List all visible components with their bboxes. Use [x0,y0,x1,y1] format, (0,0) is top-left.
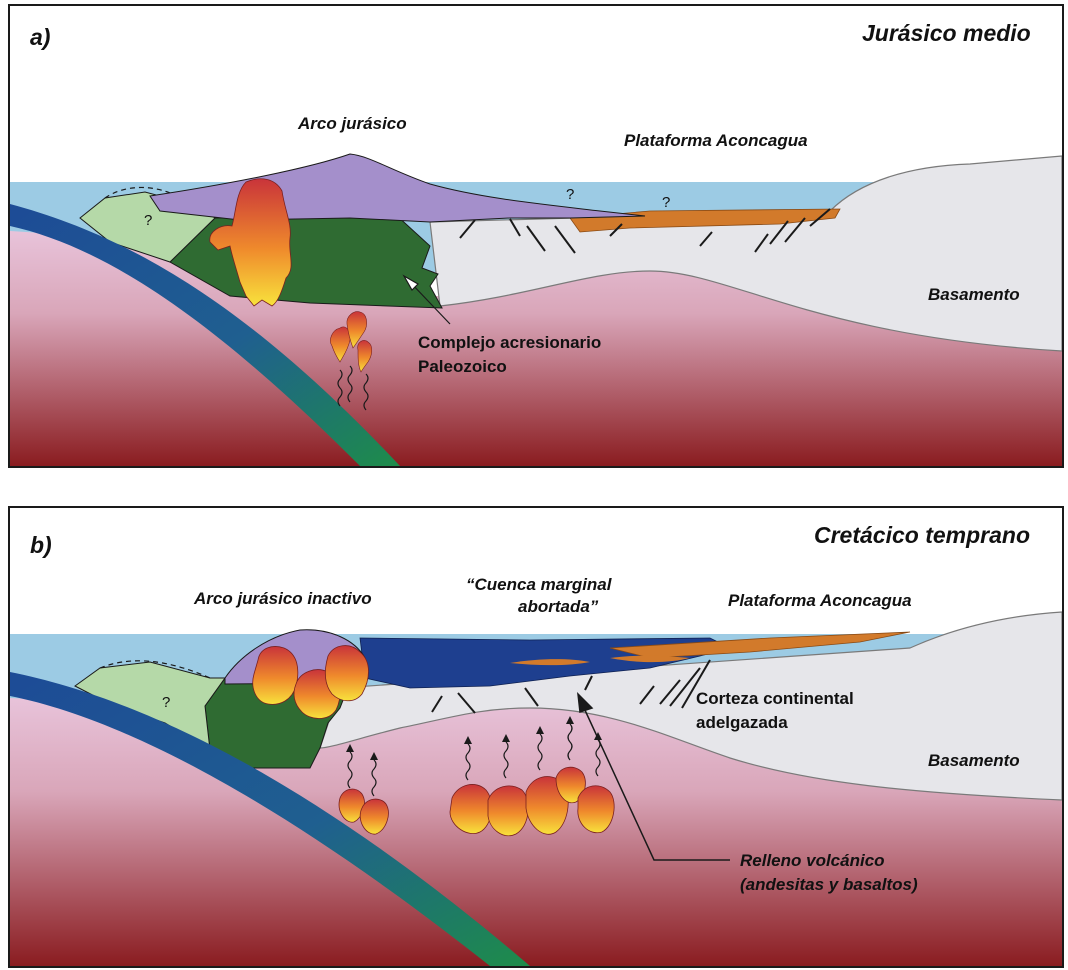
inactive-arc-label: Arco jurásico inactivo [194,588,372,609]
accretionary-label-line1: Complejo acresionario [418,332,601,353]
fill-label-line2: (andesitas y basaltos) [740,874,918,895]
question-mark-icon: ? [162,694,170,711]
platform-label: Plataforma Aconcagua [624,130,808,151]
question-mark-icon: ? [144,212,152,229]
crust-label-line2: adelgazada [696,712,788,733]
fill-label-line1: Relleno volcánico [740,850,885,871]
panel-a-cross-section [10,6,1062,466]
basin-label-line2: abortada” [518,596,598,617]
panel-a-period: Jurásico medio [862,20,1031,47]
arc-label: Arco jurásico [298,113,407,134]
basin-label-line1: “Cuenca marginal [466,574,612,595]
platform-label: Plataforma Aconcagua [728,590,912,611]
panel-b-period: Cretácico temprano [814,522,1030,549]
panel-a: a) Jurásico medio Arco jurásico Platafor… [8,4,1064,468]
panel-a-letter: a) [30,24,50,51]
panel-b: b) Cretácico temprano Arco jurásico inac… [8,506,1064,968]
accretionary-label-line2: Paleozoico [418,356,507,377]
panel-b-letter: b) [30,532,52,559]
basement-label: Basamento [928,284,1020,305]
crust-label-line1: Corteza continental [696,688,854,709]
question-mark-icon: ? [662,194,670,211]
question-mark-icon: ? [566,186,574,203]
basement-label: Basamento [928,750,1020,771]
